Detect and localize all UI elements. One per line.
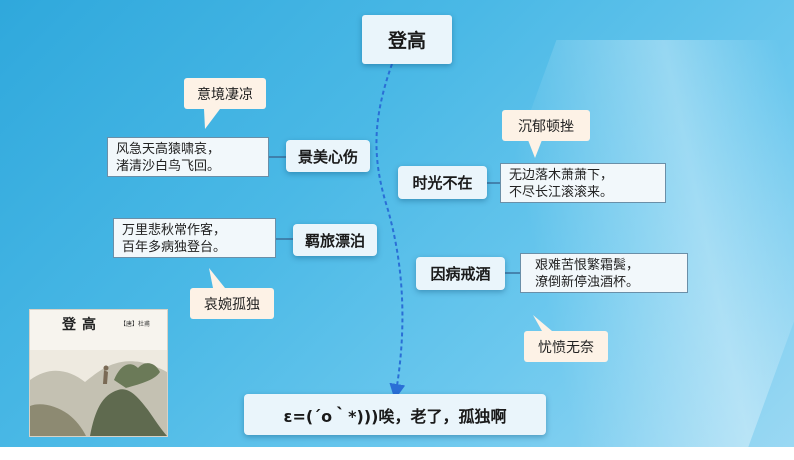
- conclusion-label: ε=(´ο｀*)))唉，老了，孤独啊: [283, 406, 507, 426]
- painting-author: 【唐】杜甫: [120, 321, 151, 328]
- branch-node-left-2: 羁旅漂泊: [293, 224, 377, 256]
- callout-pointer-2: [209, 268, 225, 288]
- branch-node-left-1: 景美心伤: [286, 140, 370, 172]
- poem-box-left-1: 风急天高猿啸哀， 渚清沙白鸟飞回。: [107, 137, 269, 177]
- callout-right-2: 忧愤无奈: [524, 331, 608, 362]
- branch-node-right-2: 因病戒酒: [416, 257, 505, 290]
- callout-left-1: 意境凄凉: [184, 78, 266, 109]
- callout-pointer-1: [204, 109, 220, 129]
- root-label: 登高: [387, 30, 426, 52]
- callout-pointer-3: [528, 140, 542, 158]
- branch-left-1-label: 景美心伤: [297, 147, 358, 166]
- connector-lines: [204, 63, 552, 400]
- poem-box-right-2: 艰难苦恨繁霜鬓， 潦倒新停浊酒杯。: [520, 253, 688, 293]
- spine-dashed-arrow: [375, 63, 406, 400]
- branch-left-2-label: 羁旅漂泊: [304, 231, 365, 250]
- branch-node-right-1: 时光不在: [398, 166, 487, 199]
- branch-right-2-label: 因病戒酒: [430, 265, 491, 283]
- callout-pointer-4: [533, 315, 552, 331]
- conclusion-node: ε=(´ο｀*)))唉，老了，孤独啊: [244, 394, 546, 435]
- callout-right-2-text: 忧愤无奈: [538, 339, 594, 356]
- painting-title: 登高: [62, 317, 102, 333]
- poem-box-right-1: 无边落木萧萧下， 不尽长江滚滚来。: [500, 163, 666, 203]
- callout-right-1-text: 沉郁顿挫: [518, 118, 574, 135]
- callout-right-1: 沉郁顿挫: [502, 110, 590, 141]
- root-node: 登高: [362, 15, 452, 64]
- branch-right-1-label: 时光不在: [412, 174, 473, 192]
- callout-left-1-text: 意境凄凉: [197, 86, 253, 103]
- landscape-painting-image: [30, 350, 167, 436]
- poem-box-left-2: 万里悲秋常作客， 百年多病独登台。: [113, 218, 276, 258]
- callout-left-2-text: 哀婉孤独: [204, 296, 260, 313]
- painting-thumbnail: 登高 【唐】杜甫: [29, 309, 168, 437]
- callout-left-2: 哀婉孤独: [190, 288, 274, 319]
